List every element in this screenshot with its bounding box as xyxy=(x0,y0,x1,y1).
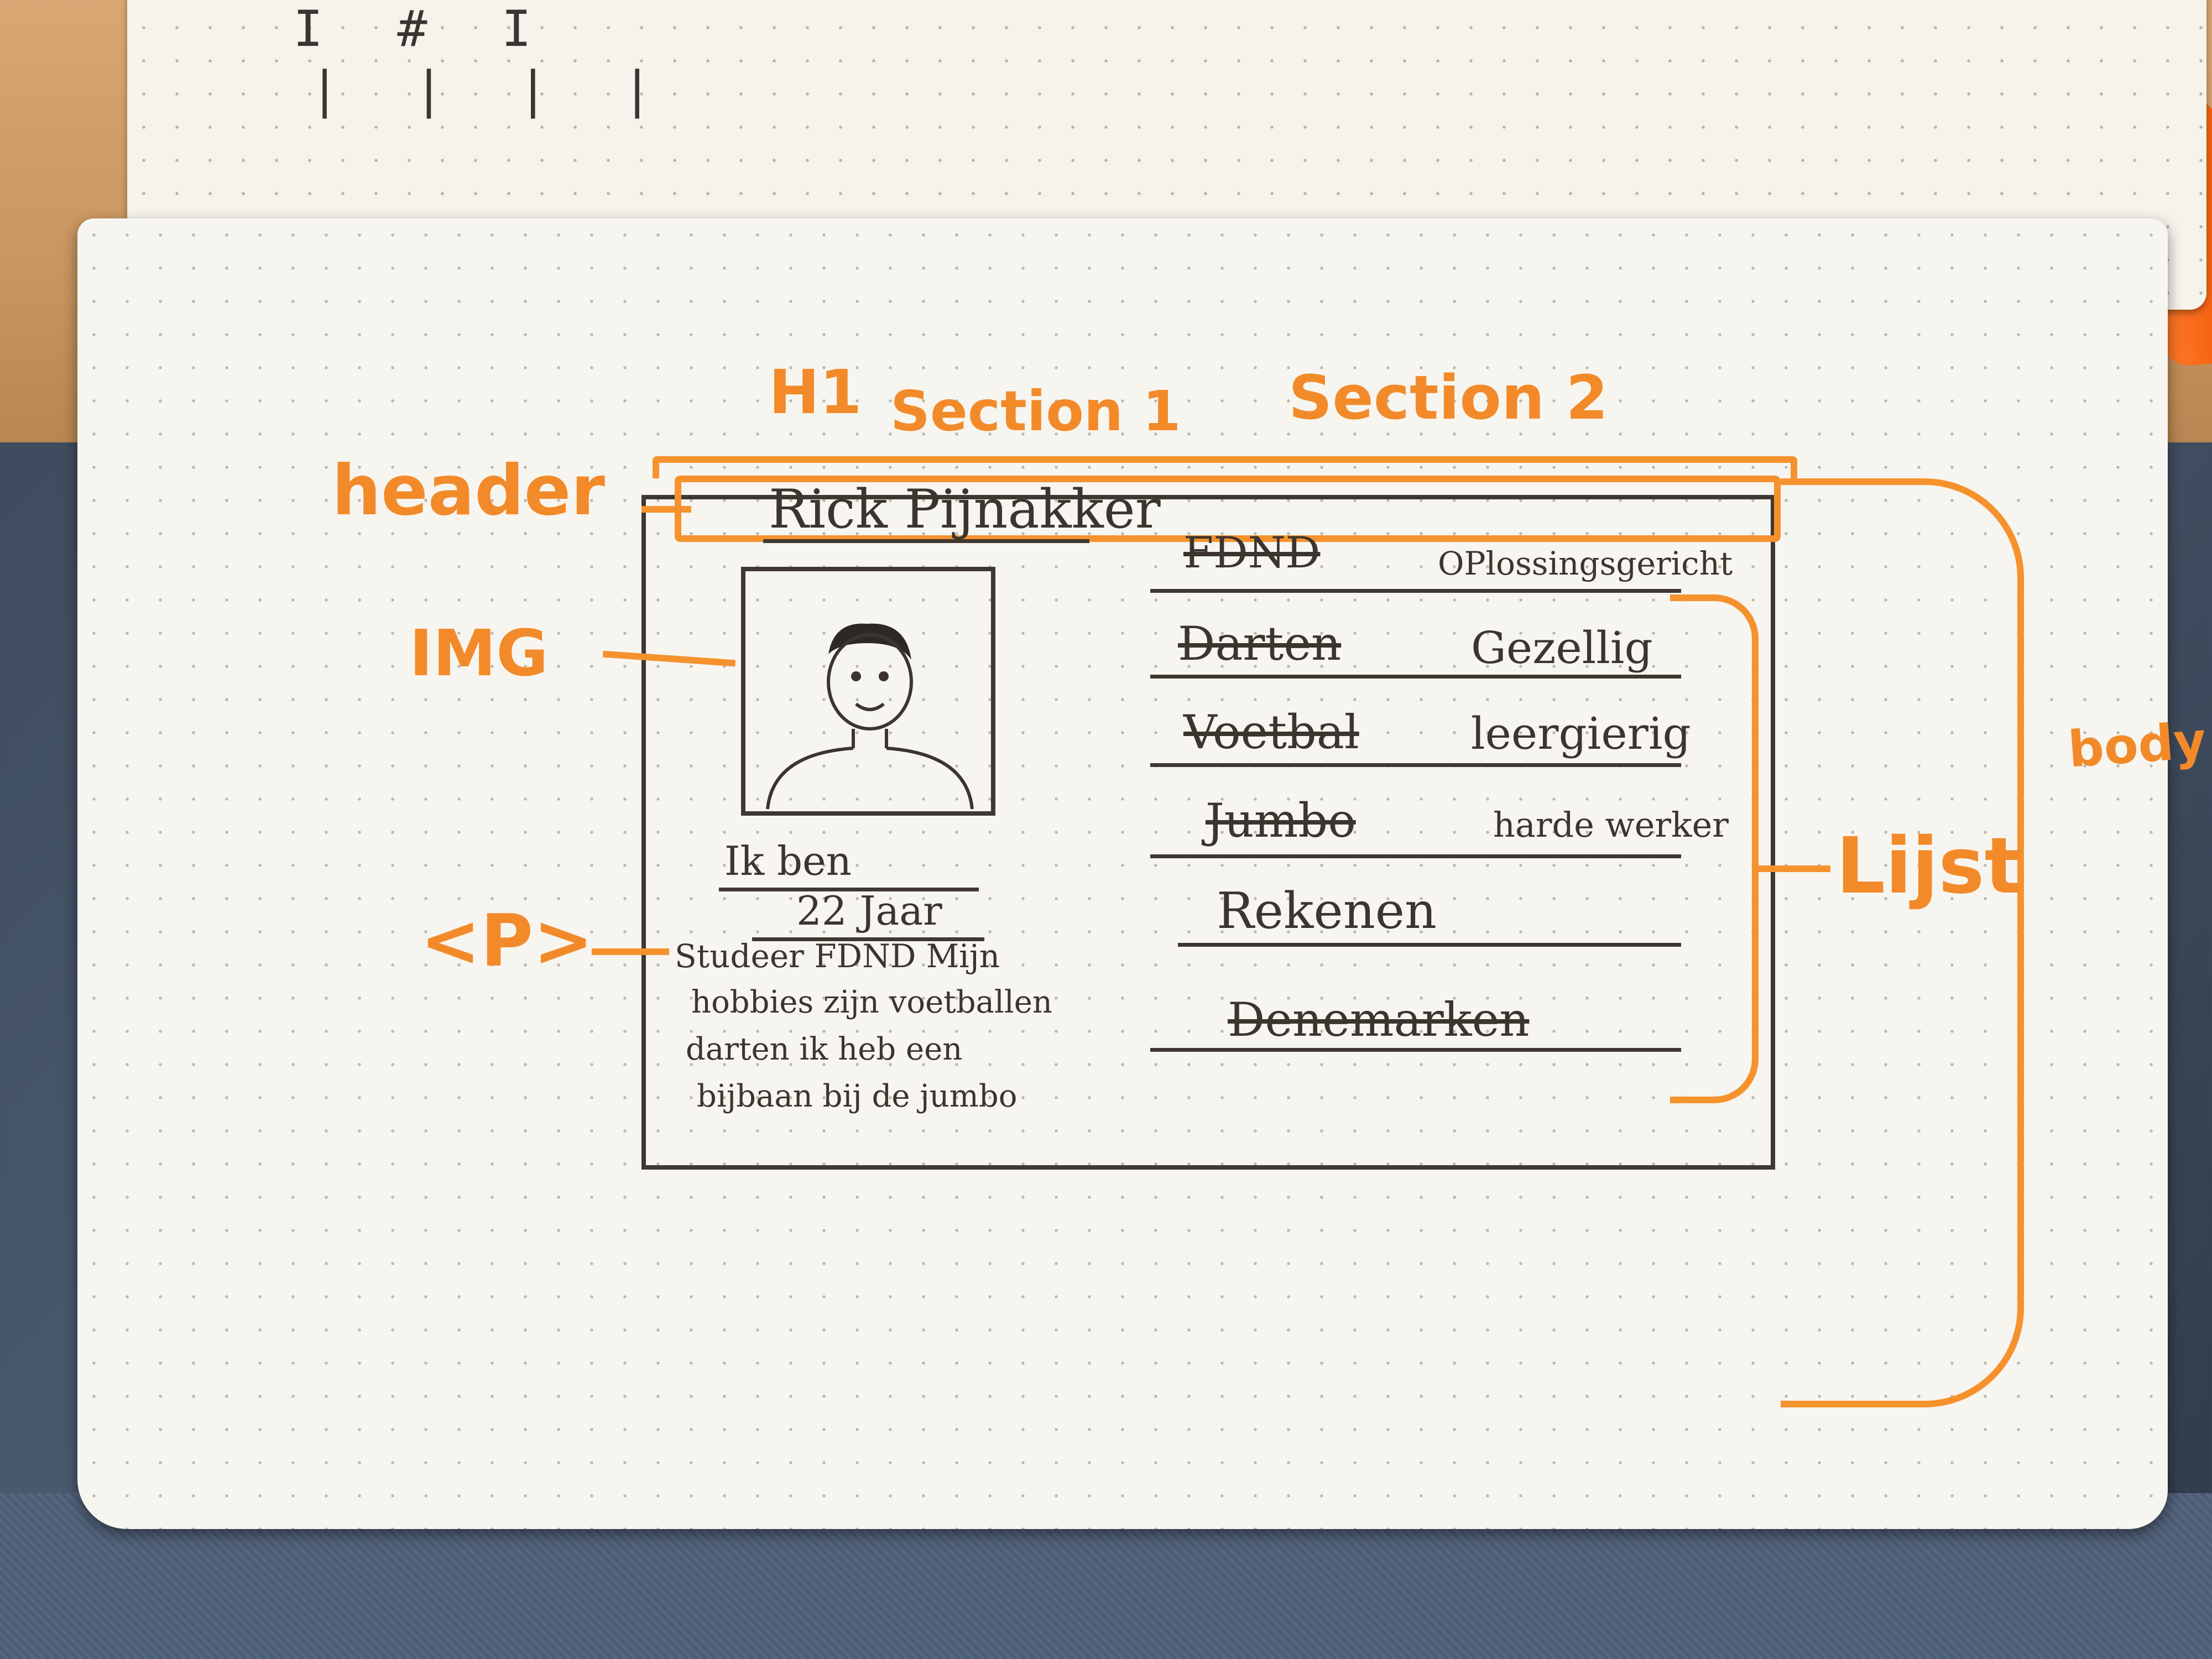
list-item-crossed: Voetbal xyxy=(1183,705,1359,759)
list-item-line xyxy=(1150,854,1681,858)
top-scribble: I # I xyxy=(293,0,554,58)
list-item-text: leergierig xyxy=(1471,708,1691,759)
list-item-text: harde werker xyxy=(1493,805,1729,845)
list-item-line xyxy=(1150,763,1681,767)
notebook-page: H1 Section 1 Section 2 header IMG <P> Li… xyxy=(77,218,2208,1529)
list-item-line xyxy=(1150,675,1681,679)
paragraph-underline xyxy=(719,888,979,891)
list-pointer xyxy=(1759,865,1830,872)
top-scribble-lines: | | | | xyxy=(310,61,675,119)
list-item-crossed: Jumbo xyxy=(1206,794,1356,848)
list-item-crossed: Darten xyxy=(1178,617,1342,671)
p-pointer xyxy=(592,948,669,955)
annotation-list: Lijst xyxy=(1836,821,2022,911)
list-bracket xyxy=(1670,594,1759,1103)
list-item-text: OPlossingsgericht xyxy=(1438,545,1733,582)
image-placeholder-box xyxy=(741,567,995,816)
paragraph-line-3: Studeer FDND Mijn xyxy=(675,937,1000,975)
section-bracket xyxy=(653,456,1797,478)
annotation-p: <P> xyxy=(420,899,594,983)
paragraph-line-5: darten ik heb een xyxy=(686,1031,963,1067)
paragraph-line-1: Ik ben xyxy=(724,838,852,884)
list-item-crossed: Denemarken xyxy=(1228,993,1530,1047)
paragraph-line-4: hobbies zijn voetballen xyxy=(691,984,1052,1020)
header-pointer xyxy=(641,506,691,513)
paragraph-line-6: bijbaan bij de jumbo xyxy=(697,1078,1018,1114)
annotation-h1: H1 xyxy=(769,357,862,427)
body-bracket xyxy=(1781,478,2024,1407)
list-item-line xyxy=(1150,589,1681,593)
wireframe-page-box xyxy=(641,495,1775,1170)
paragraph-underline xyxy=(752,937,984,941)
list-item-text: Rekenen xyxy=(1217,882,1437,940)
list-item-text: Gezellig xyxy=(1471,622,1653,674)
annotation-img: IMG xyxy=(409,617,549,691)
annotation-body: body xyxy=(2066,711,2208,779)
header-underline xyxy=(763,539,1089,543)
list-item-crossed: FDND xyxy=(1183,528,1321,578)
portrait-sketch-icon xyxy=(766,623,974,810)
paragraph-line-2: 22 Jaar xyxy=(796,888,942,934)
list-item-line xyxy=(1150,1048,1681,1052)
sketch-header-title: Rick Pijnakker xyxy=(769,478,1161,540)
list-item-line xyxy=(1178,943,1681,947)
annotation-section2: Section 2 xyxy=(1288,362,1609,433)
annotation-section1: Section 1 xyxy=(890,379,1181,444)
annotation-header: header xyxy=(332,451,606,531)
